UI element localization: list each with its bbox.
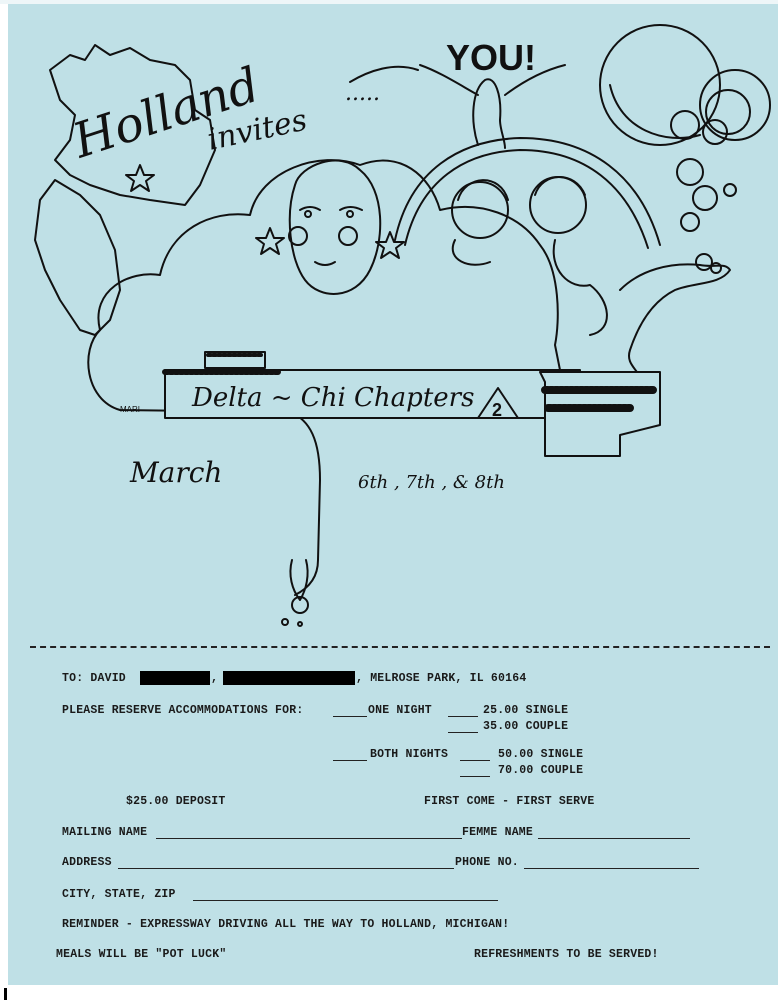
bubble (599, 24, 721, 146)
month-label: March (129, 456, 222, 489)
both-couple: 70.00 COUPLE (498, 764, 584, 777)
one-couple: 35.00 COUPLE (483, 720, 569, 733)
femme-name-field[interactable] (538, 838, 690, 839)
reminder-note: REMINDER - EXPRESSWAY DRIVING ALL THE WA… (62, 918, 510, 931)
phone-label: PHONE NO. (455, 856, 519, 869)
refreshments-note: REFRESHMENTS TO BE SERVED! (474, 948, 659, 961)
cut-line (30, 646, 770, 648)
scan-edge-top (0, 0, 778, 4)
one-single-line[interactable] (448, 716, 478, 717)
cloud-outline (97, 159, 561, 371)
meals-note: MEALS WILL BE "POT LUCK" (56, 948, 227, 961)
hand (619, 263, 731, 381)
city-label: CITY, STATE, ZIP (62, 888, 176, 901)
mailing-name-label: MAILING NAME (62, 826, 148, 839)
reserve-label: PLEASE RESERVE ACCOMMODATIONS FOR: (62, 704, 304, 717)
flyer-illustration: Holland invites ..... YOU! Delta ~ Chi C… (34, 24, 771, 627)
one-night-label: ONE NIGHT (368, 704, 432, 717)
one-single: 25.00 SINGLE (483, 704, 569, 717)
address-label: ADDRESS (62, 856, 112, 869)
femme-name-label: FEMME NAME (462, 826, 534, 839)
bubble (699, 69, 771, 141)
one-night-checkbox-line[interactable] (333, 716, 367, 717)
banner-text: Delta ~ Chi Chapters (191, 383, 474, 413)
small-face (451, 181, 509, 239)
headline-you: YOU! (446, 37, 536, 78)
star-icon (255, 227, 285, 255)
artist-signature: MARI (120, 405, 140, 414)
mailing-name-field[interactable] (156, 838, 462, 839)
phone-field[interactable] (524, 868, 699, 869)
to-label: TO: DAVID (62, 672, 126, 685)
first-come-note: FIRST COME - FIRST SERVE (424, 795, 595, 808)
comma: , (211, 672, 219, 685)
michigan-map (49, 44, 216, 206)
redacted-street (223, 671, 355, 685)
address-field[interactable] (118, 868, 454, 869)
both-single-line[interactable] (460, 760, 490, 761)
address-tail: , MELROSE PARK, IL 60164 (356, 672, 527, 685)
scan-edge (0, 0, 8, 1000)
deposit-note: $25.00 DEPOSIT (126, 795, 226, 808)
both-couple-line[interactable] (460, 776, 490, 777)
angel-figure (472, 78, 506, 149)
star-icon (125, 164, 155, 192)
city-field[interactable] (193, 900, 498, 901)
scan-edge-bottom (0, 985, 778, 1000)
rainbow (394, 137, 661, 246)
both-nights-label: BOTH NIGHTS (370, 748, 449, 761)
headline-ellipsis: ..... (345, 81, 380, 106)
both-nights-checkbox-line[interactable] (333, 760, 367, 761)
flowing-ribbon (87, 329, 321, 596)
scan-edge-mark (4, 988, 7, 1000)
triangle-emblem (477, 387, 519, 419)
one-couple-line[interactable] (448, 732, 478, 733)
dates-label: 6th , 7th , & 8th (358, 472, 505, 493)
both-single: 50.00 SINGLE (498, 748, 584, 761)
redacted-surname (140, 671, 210, 685)
woman-face (288, 159, 382, 295)
triangle-numeral: 2 (492, 400, 502, 420)
